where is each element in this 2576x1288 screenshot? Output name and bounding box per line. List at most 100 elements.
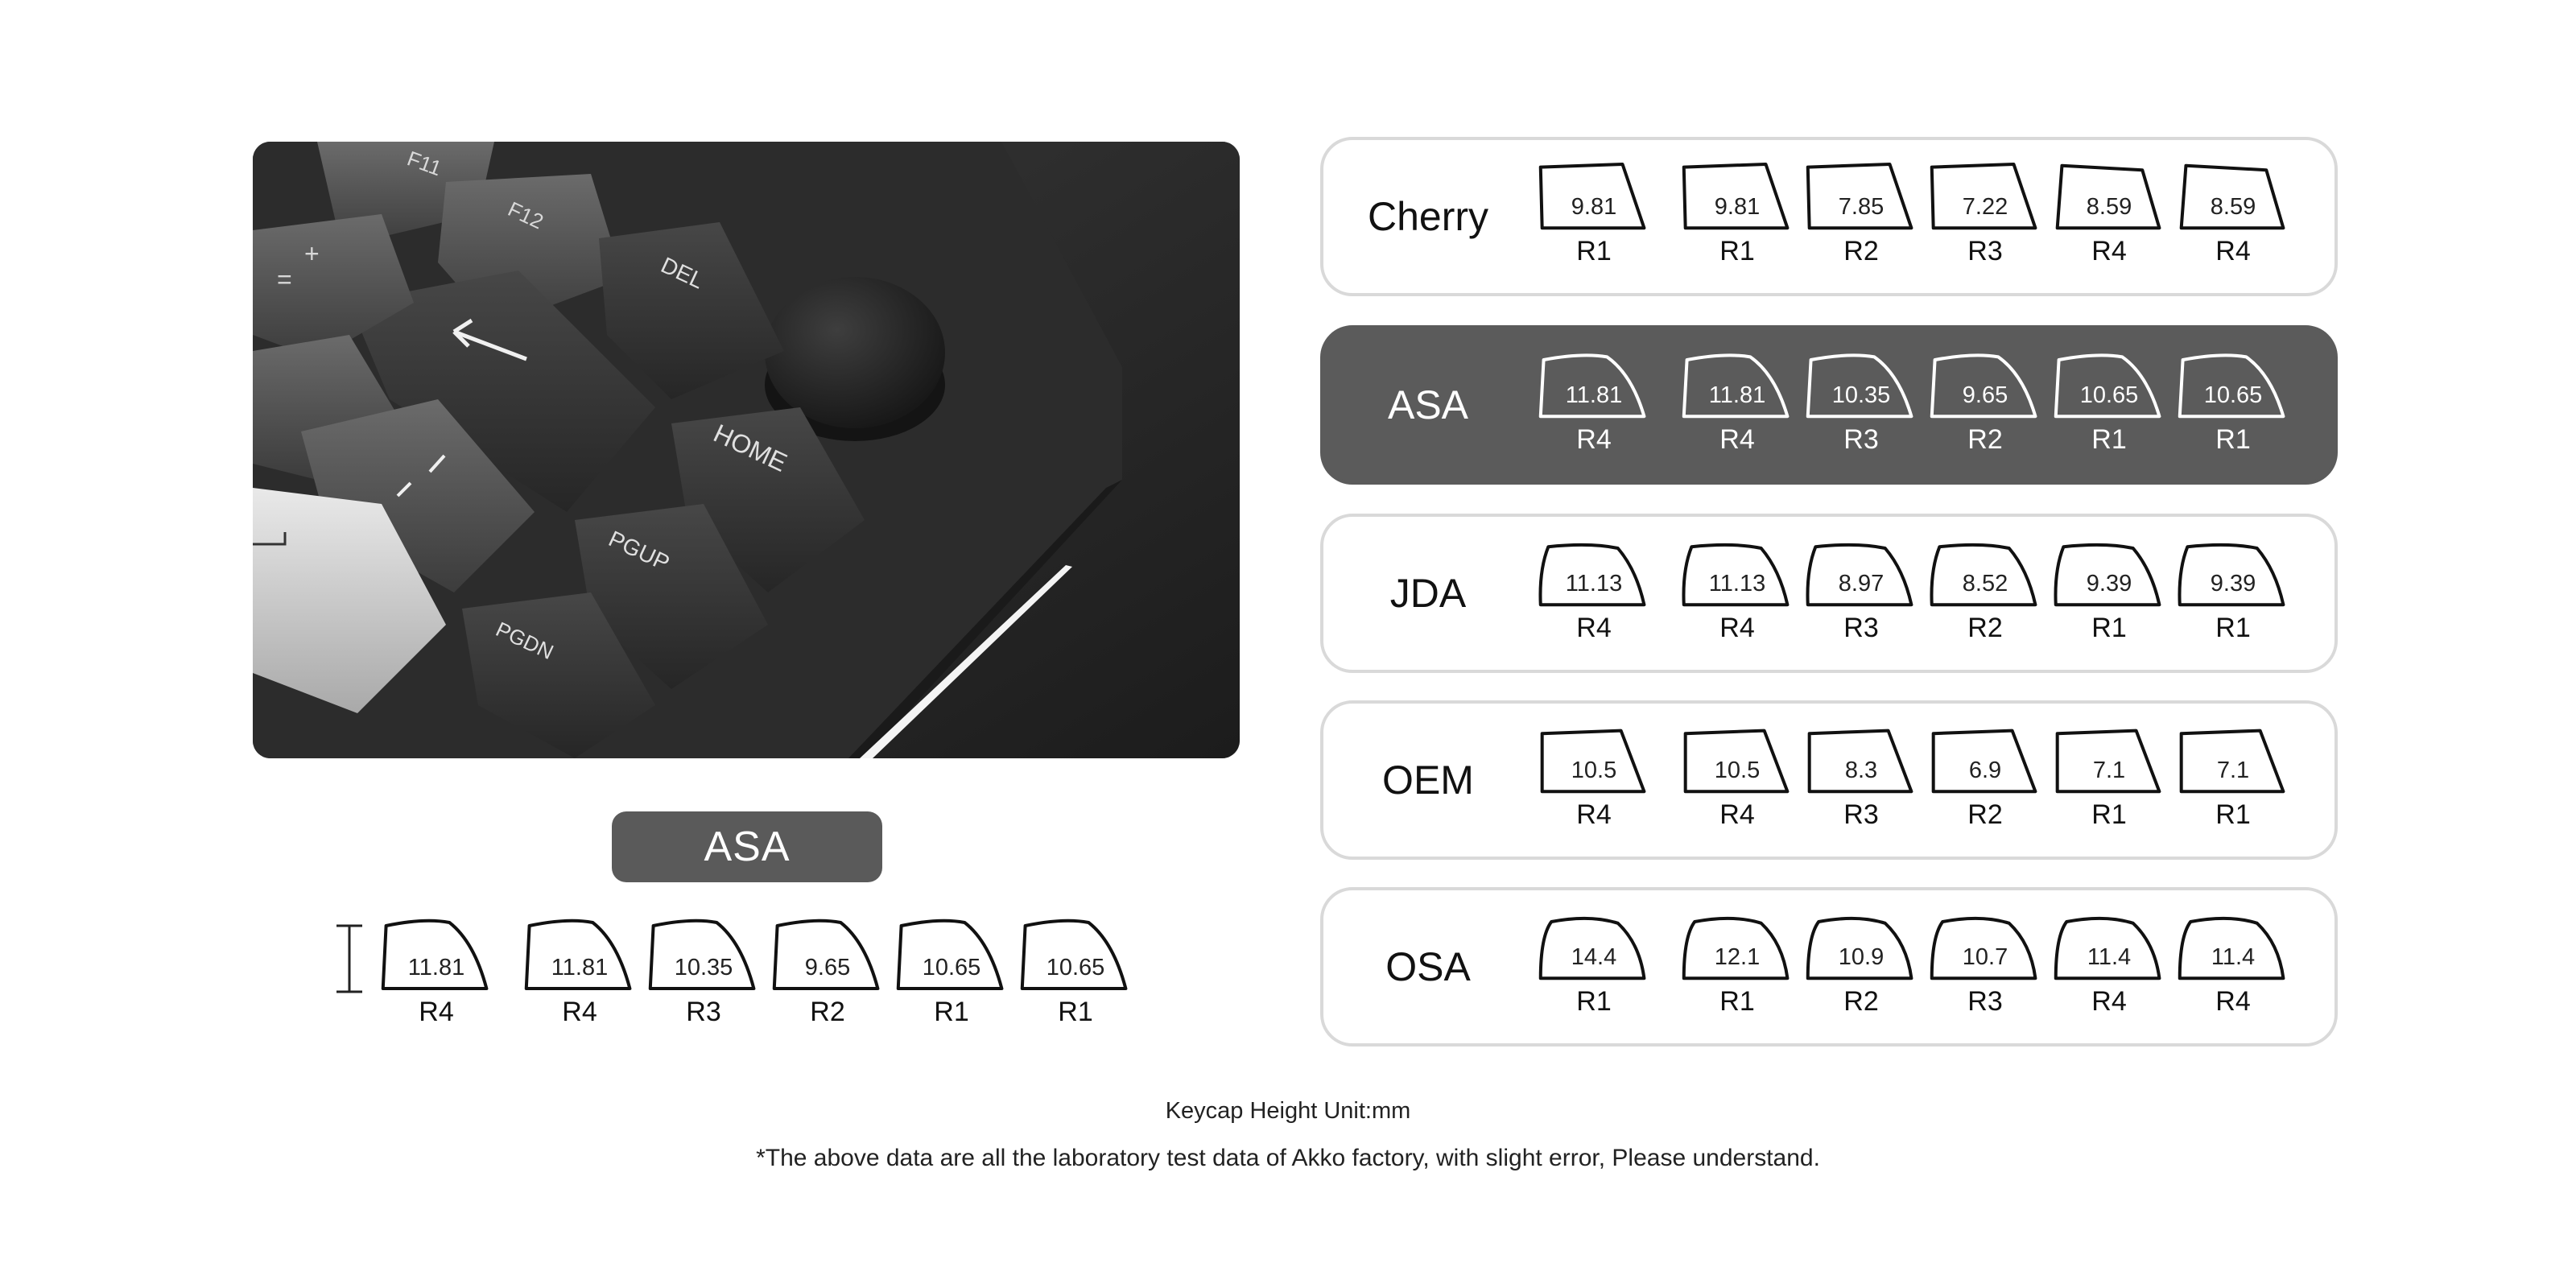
keycap-height-value: 10.65 — [1046, 955, 1105, 980]
keycap-outline — [1927, 353, 2043, 419]
keycap-height-value: 11.13 — [1708, 570, 1766, 597]
keycap-height-value: 10.5 — [1714, 757, 1761, 783]
keycap-height-value: 11.4 — [2087, 943, 2132, 970]
keycap-profile-shape — [1808, 355, 1912, 416]
keycap-profile-shape — [2056, 919, 2160, 978]
keycap-outline — [2051, 728, 2167, 795]
keycap-profile-shape — [1542, 731, 1645, 792]
keycap-outline — [2175, 728, 2291, 795]
keycap-plus: + = — [253, 214, 414, 359]
profile-name: JDA — [1389, 571, 1467, 616]
keycap-profile-shape — [2182, 166, 2284, 228]
keycap-height-value: 11.81 — [1565, 382, 1623, 408]
keycap-outline — [2175, 541, 2291, 608]
keycap-row-label: R1 — [1058, 997, 1093, 1027]
keyboard-photo: F11 F12 DEL + = HOME — [253, 142, 1240, 758]
keycap-outline — [1536, 914, 1652, 981]
keycap-del: DEL — [599, 222, 784, 399]
keycap-enter-white — [253, 488, 446, 713]
keycap-row-label: R3 — [1967, 235, 2003, 266]
keycap-profile-shape — [1541, 919, 1645, 978]
keycap-profile-shape — [650, 921, 754, 989]
keycap-row-label: R1 — [2215, 799, 2251, 830]
keycap-height-value: 9.65 — [804, 955, 851, 980]
keycap-outline — [2051, 541, 2167, 608]
keycap-outline — [1536, 541, 1652, 608]
keycap-outline — [2051, 353, 2167, 419]
keycap-row-label: R1 — [1576, 235, 1612, 266]
keycap-outline — [2175, 914, 2291, 981]
keycap-outline — [1803, 541, 1919, 608]
keycap-row-label: R4 — [1576, 423, 1612, 455]
keycap-row-label: R4 — [2215, 235, 2251, 266]
keycap-pgdn: PGDN — [462, 592, 655, 758]
keycap-row-label: R3 — [1843, 799, 1879, 830]
keycap-row-label: R4 — [1719, 423, 1755, 455]
keycap-outline — [1679, 164, 1795, 231]
keycap-row-label: R3 — [686, 997, 721, 1027]
keycap-row-label: R3 — [1967, 985, 2003, 1017]
keycap-row-label: R4 — [419, 997, 454, 1027]
keycap-row-label: R1 — [1576, 985, 1612, 1017]
keycap-row-label: R4 — [2091, 985, 2127, 1017]
keycap-profile-shape — [1684, 919, 1788, 978]
keycap-outline — [1679, 728, 1795, 795]
keycap-profile-shape — [1541, 164, 1645, 228]
keycap-profile-shape — [2179, 545, 2283, 605]
svg-text:=: = — [277, 265, 292, 294]
keycap-row-label: R2 — [810, 997, 845, 1027]
keycap-outline — [1018, 918, 1133, 992]
asa-profile-title: ASA — [612, 811, 882, 882]
keycap-row-label: R1 — [2091, 799, 2127, 830]
keycap-height-value: 11.81 — [551, 955, 609, 980]
keycap-outline — [378, 918, 494, 992]
keycap-outline — [522, 918, 638, 992]
keycap-height-value: 8.97 — [1838, 570, 1885, 597]
keycap-profile-shape — [2180, 355, 2284, 416]
keycap-height-value: 14.4 — [1571, 943, 1617, 970]
keycap-outline — [2175, 353, 2291, 419]
keycap-row-label: R2 — [1843, 985, 1879, 1017]
profile-name: ASA — [1387, 382, 1469, 427]
keycap-profile-shape — [1683, 545, 1787, 605]
keycap-row-label: R1 — [2215, 423, 2251, 455]
keycap-profile-shape — [1686, 731, 1788, 792]
keycap-height-value: 10.35 — [1831, 382, 1891, 408]
keycap-outline — [646, 918, 762, 992]
keycap-row-label: R3 — [1843, 612, 1879, 643]
profile-name: OEM — [1382, 758, 1474, 803]
keycap-row-label: R4 — [1576, 612, 1612, 643]
keycap-outline — [1679, 914, 1795, 981]
keycap-outline — [1927, 541, 2043, 608]
keycap-height-value: 10.35 — [674, 955, 733, 980]
keycap-backspace — [349, 270, 655, 512]
keycap-row-label: R2 — [1843, 235, 1879, 266]
keycap-outline — [1679, 541, 1795, 608]
keycap-profile-shape — [2055, 545, 2159, 605]
keycap-profile-shape — [1022, 921, 1126, 989]
keycap-height-value: 12.1 — [1714, 943, 1761, 970]
keycap-height-value: 9.39 — [2210, 570, 2256, 597]
keycap-height-value: 9.65 — [1962, 382, 2008, 408]
